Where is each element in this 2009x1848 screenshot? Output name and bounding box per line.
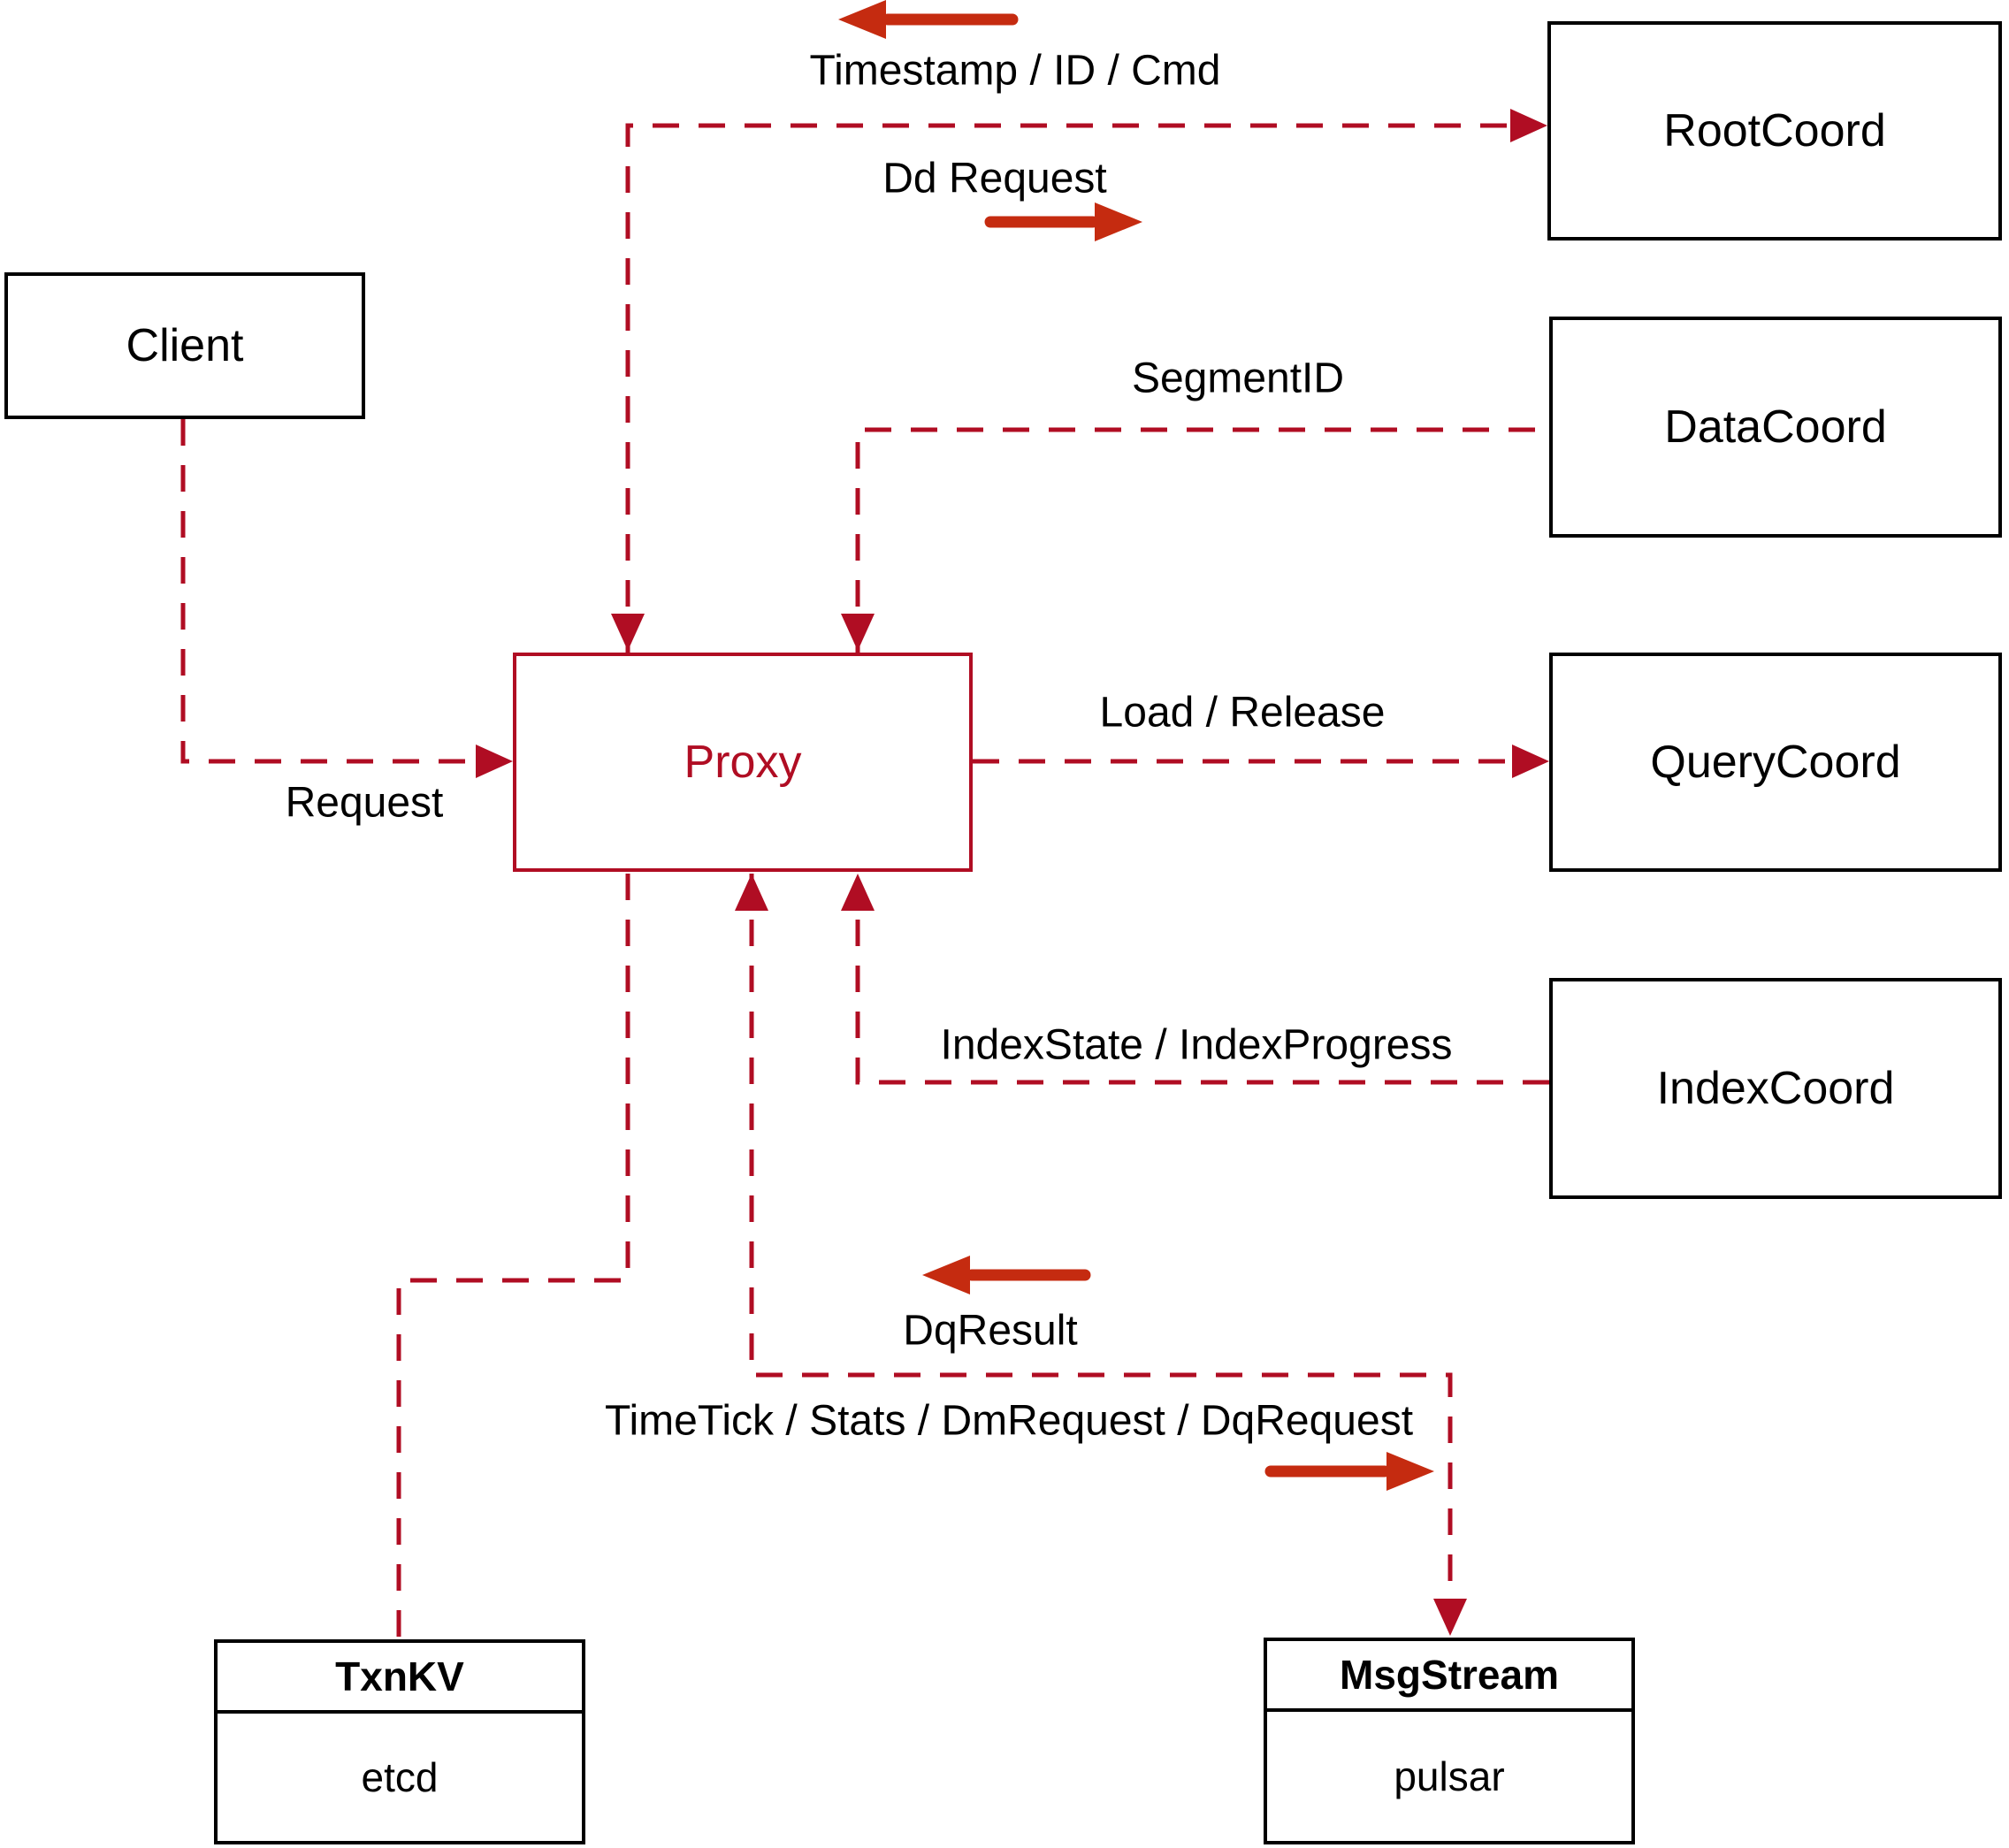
edge-label-time-tick: TimeTick / Stats / DmRequest / DqRequest: [604, 1397, 1414, 1445]
edge-proxy-txnkv: [396, 874, 630, 1638]
node-txnkv: TxnKV etcd: [214, 1639, 585, 1844]
node-rootcoord-label: RootCoord: [1663, 105, 1886, 157]
node-txnkv-impl: etcd: [361, 1754, 439, 1800]
edge-label-dd-request: Dd Request: [882, 155, 1107, 202]
node-indexcoord: IndexCoord: [1549, 978, 2002, 1199]
node-proxy-label: Proxy: [684, 737, 802, 788]
node-datacoord-label: DataCoord: [1664, 401, 1887, 453]
edge-label-dq-result: DqResult: [903, 1307, 1078, 1355]
flow-arrow-right-timetick-icon: [1264, 1452, 1434, 1491]
node-rootcoord: RootCoord: [1547, 21, 2002, 241]
edge-label-load-release: Load / Release: [1099, 689, 1386, 737]
node-datacoord: DataCoord: [1549, 317, 2002, 538]
node-querycoord-label: QueryCoord: [1650, 737, 1901, 788]
edge-proxy-rootcoord: [625, 123, 1510, 653]
edge-label-index-state: IndexState / IndexProgress: [940, 1021, 1453, 1069]
node-indexcoord-label: IndexCoord: [1656, 1063, 1895, 1114]
edge-datacoord-proxy: [855, 427, 1549, 653]
node-msgstream-impl: pulsar: [1394, 1753, 1505, 1799]
edge-indexcoord-proxy: [855, 913, 1549, 1085]
edge-label-request: Request: [285, 779, 444, 827]
edge-client-proxy: [180, 419, 476, 764]
arrowhead-into-proxy-top-left-icon: [611, 614, 645, 651]
arrowhead-into-rootcoord-icon: [1510, 109, 1547, 142]
arrowhead-into-proxy-bottom-right-icon: [841, 874, 875, 911]
node-msgstream-title: MsgStream: [1267, 1641, 1631, 1712]
flow-arrow-left-dqresult-icon: [922, 1256, 1091, 1294]
node-querycoord: QueryCoord: [1549, 653, 2002, 872]
arrowhead-into-proxy-top-right-icon: [841, 614, 875, 651]
edge-label-segment-id: SegmentID: [1131, 355, 1345, 402]
edge-proxy-msgstream: [749, 874, 1453, 1599]
arrowhead-into-proxy-left-icon: [476, 745, 513, 778]
flow-arrow-right-dd-request-icon: [984, 202, 1142, 241]
arrowhead-into-querycoord-icon: [1512, 745, 1549, 778]
edge-label-timestamp-id-cmd: Timestamp / ID / Cmd: [809, 47, 1221, 95]
node-txnkv-title: TxnKV: [218, 1643, 582, 1714]
node-proxy: Proxy: [513, 653, 973, 872]
node-client-label: Client: [126, 320, 244, 371]
arrowhead-into-proxy-bottom-left-icon: [735, 874, 768, 911]
node-msgstream: MsgStream pulsar: [1264, 1638, 1635, 1844]
arrowhead-into-msgstream-icon: [1433, 1599, 1467, 1636]
flow-arrow-left-timestamp-icon: [838, 0, 1019, 39]
node-client: Client: [4, 272, 365, 419]
